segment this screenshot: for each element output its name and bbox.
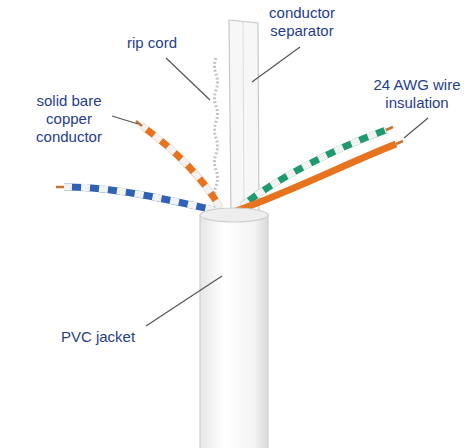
copper-tip (56, 186, 64, 189)
jacket-opening (200, 208, 268, 222)
part-label: 24 AWG wire insulation (366, 76, 468, 112)
part-label: rip cord (112, 34, 192, 52)
green-pair-white (242, 130, 386, 206)
separator-strip (229, 20, 259, 216)
copper-tip (396, 141, 403, 144)
leader-line (146, 276, 222, 326)
pvc-jacket (200, 215, 268, 448)
part-label: conductor separator (252, 4, 352, 40)
orange-pair (142, 126, 220, 208)
rip-cord (215, 58, 218, 202)
part-label: solid bare copper conductor (24, 92, 114, 146)
orange-pair-white (142, 126, 220, 208)
leader-line (112, 116, 138, 124)
copper-tip (386, 127, 393, 130)
leader-line (166, 58, 210, 100)
part-label: PVC jacket (52, 328, 144, 346)
leader-line (252, 47, 300, 82)
green-pair (242, 130, 386, 206)
blue-pair-white (64, 187, 214, 210)
orange-wire (236, 144, 396, 211)
leader-line (404, 118, 428, 138)
separator-fold (243, 22, 244, 216)
leader-line (166, 58, 210, 100)
blue-pair (64, 187, 214, 210)
